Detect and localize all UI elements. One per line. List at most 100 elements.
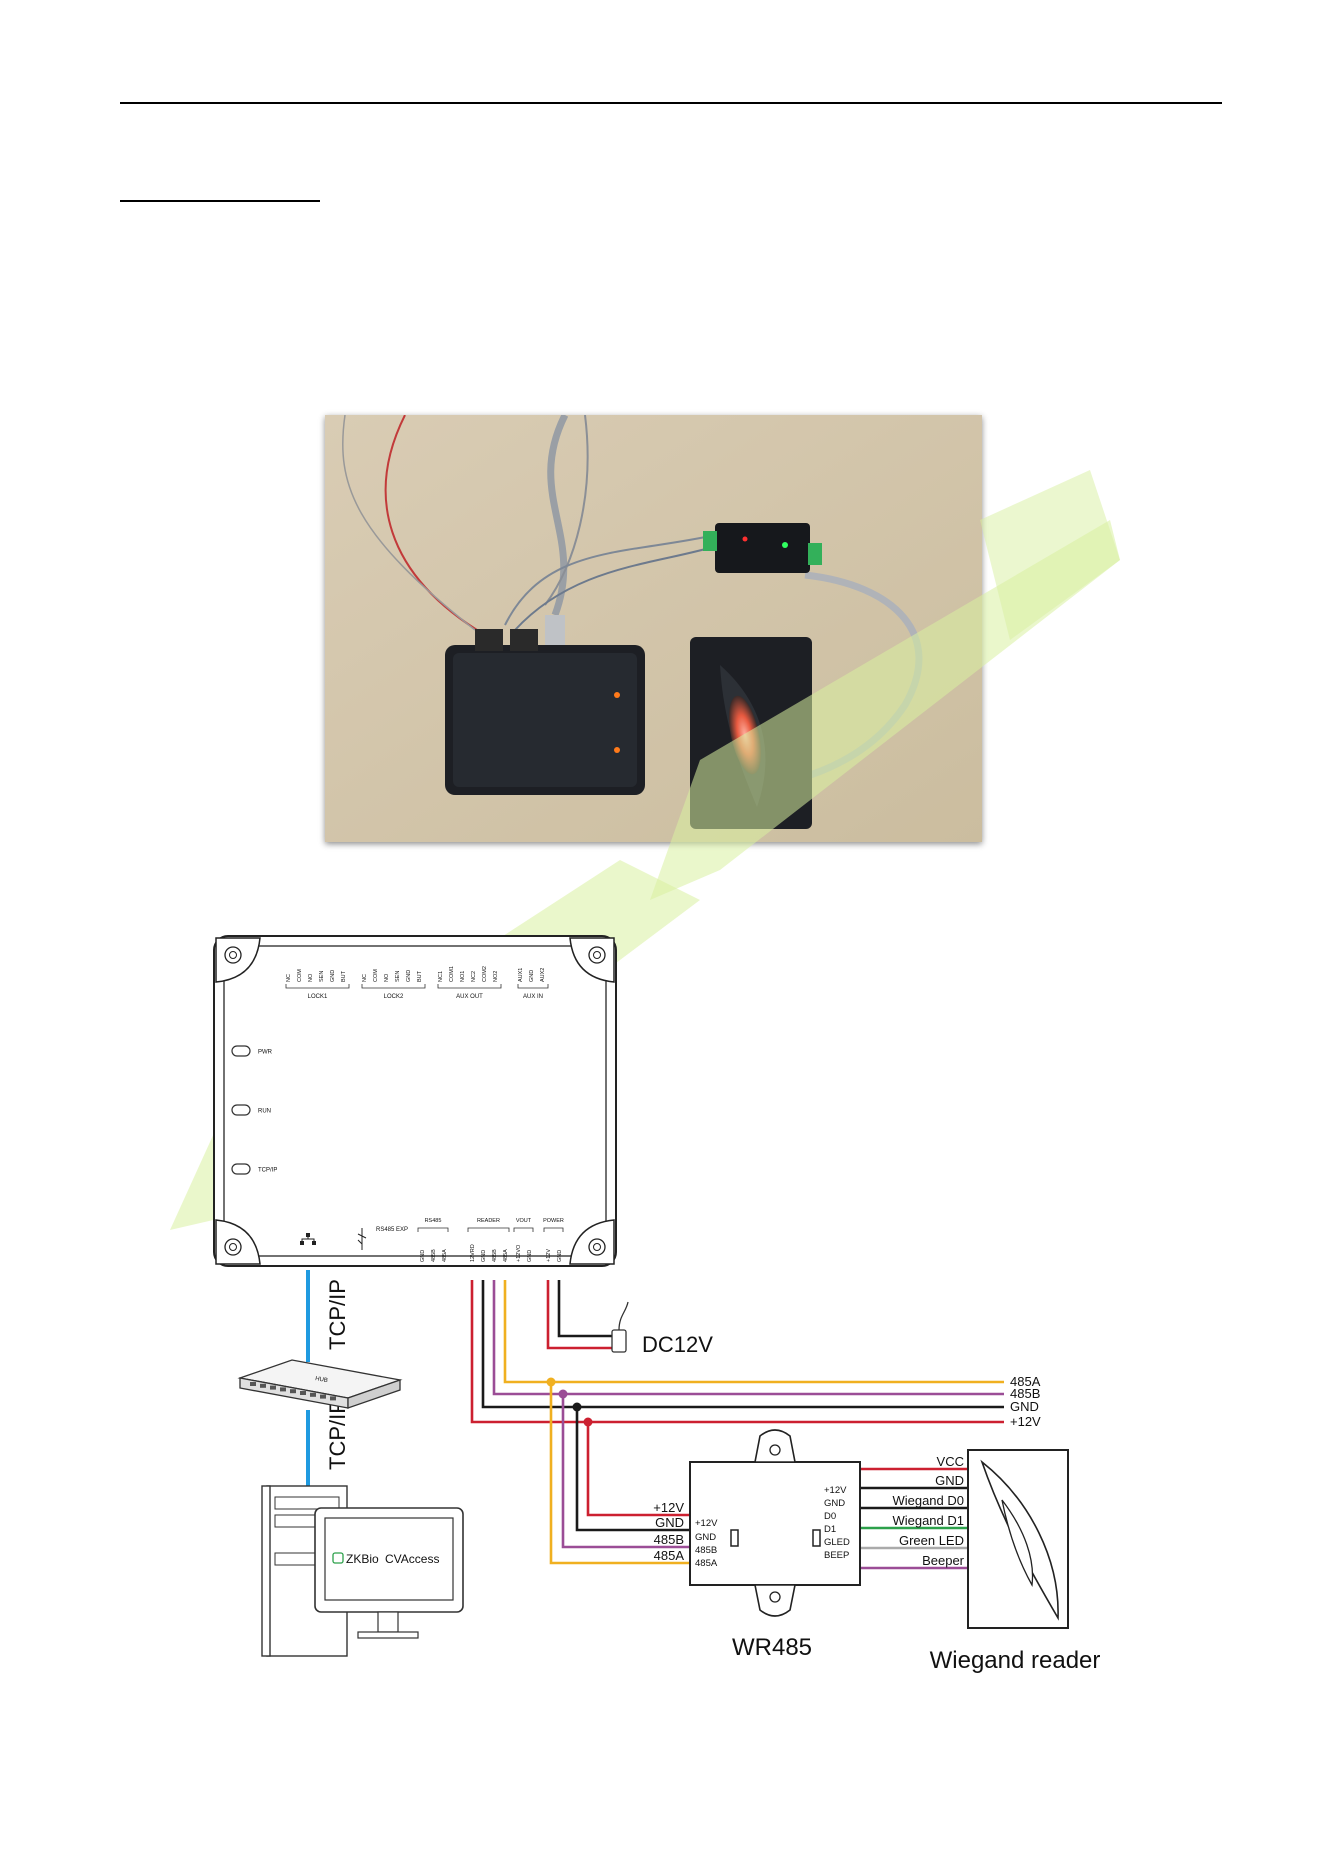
wr485-left-terminal: +12V bbox=[695, 1518, 718, 1529]
wr485-led-right bbox=[812, 1529, 821, 1547]
controller-top-terminal-label: BUT bbox=[417, 970, 423, 982]
installation-photo bbox=[325, 415, 982, 842]
controller-bottom-group-label: VOUT bbox=[516, 1218, 532, 1224]
wire-12v-bus bbox=[470, 1280, 1004, 1424]
mounting-hole-inner bbox=[229, 951, 237, 959]
controller-top-terminal-label: COM bbox=[297, 969, 303, 982]
ethernet-node bbox=[306, 1233, 310, 1237]
mounting-hole-inner bbox=[593, 951, 601, 959]
bus-label: +12V bbox=[1010, 1414, 1041, 1429]
desk-surface bbox=[325, 415, 982, 842]
wire-485b-bus bbox=[492, 1280, 1004, 1396]
controller-top-terminal-label: GND bbox=[330, 970, 336, 982]
wr485-wire-label: +12V bbox=[653, 1500, 684, 1515]
mounting-hole-inner bbox=[229, 1243, 237, 1251]
wr485-wire-label: 485A bbox=[654, 1548, 685, 1563]
hub-side-face bbox=[347, 1379, 401, 1409]
ethernet-node bbox=[312, 1241, 316, 1245]
wire-power-gnd bbox=[557, 1280, 612, 1338]
wires bbox=[470, 1280, 1004, 1570]
wr485-right-terminal: D1 bbox=[824, 1524, 836, 1535]
controller-bottom-terminal-label: GND bbox=[420, 1250, 426, 1262]
wire-485a-wr485 bbox=[549, 1382, 690, 1565]
wr485-top-hole bbox=[769, 1444, 781, 1456]
wr485-right-terminal: GND bbox=[824, 1498, 845, 1509]
zkbio-logo-icon bbox=[332, 1552, 344, 1564]
reader-curve-inner bbox=[1001, 1499, 1034, 1588]
watermark-stroke-3 bbox=[980, 470, 1120, 640]
controller-bottom-terminal-label: 485B bbox=[492, 1249, 498, 1262]
mounting-hole-inner bbox=[593, 1243, 601, 1251]
controller-led-run bbox=[231, 1104, 251, 1116]
reader-wire-label: VCC bbox=[937, 1454, 964, 1469]
pc-drive-bay bbox=[274, 1496, 340, 1510]
wire-junction-dot bbox=[558, 1389, 568, 1399]
controller-top-terminal-label: COM1 bbox=[449, 966, 455, 982]
controller-top-terminal-label: GND bbox=[406, 970, 412, 982]
controller-led-label: RUN bbox=[258, 1109, 271, 1115]
controller-led-label: PWR bbox=[258, 1050, 273, 1056]
hub-port bbox=[280, 1387, 286, 1392]
controller-led-label: TCP/IP bbox=[258, 1168, 277, 1174]
hub-port bbox=[270, 1385, 276, 1390]
wr485-right-terminal: GLED bbox=[824, 1537, 850, 1548]
wr485-photo bbox=[715, 523, 810, 573]
controller-top-group-bracket bbox=[361, 984, 426, 989]
controller-bottom-terminal-label: +12V bbox=[546, 1249, 552, 1262]
controller-bottom-terminal-label: GND bbox=[527, 1250, 533, 1262]
ethernet-branch bbox=[308, 1238, 315, 1241]
controller-top-group-bracket bbox=[285, 984, 350, 989]
reader-wire-label: Wiegand D1 bbox=[892, 1513, 964, 1528]
monitor-screen bbox=[324, 1517, 454, 1601]
wr485-wire-label: GND bbox=[655, 1515, 684, 1530]
controller-top-terminal-label: NC2 bbox=[471, 971, 477, 982]
controller-bottom-group-bracket bbox=[467, 1227, 510, 1232]
reader-wire-label: GND bbox=[935, 1473, 964, 1488]
wire-power-plus bbox=[546, 1280, 612, 1350]
power-adapter-icon bbox=[611, 1329, 627, 1353]
ethernet-branch bbox=[301, 1237, 309, 1241]
controller-bottom-terminal-label: +12VO bbox=[516, 1244, 522, 1262]
controller-bottom-group-label: RS485 bbox=[425, 1218, 442, 1224]
monitor-base bbox=[357, 1631, 419, 1639]
bus-label: GND bbox=[1010, 1399, 1039, 1414]
controller-bottom-terminal-label: GND bbox=[557, 1250, 563, 1262]
controller-top-group-bracket bbox=[517, 984, 549, 989]
controller-bottom-group-bracket bbox=[513, 1227, 534, 1232]
controller-top-terminal-label: SEN bbox=[319, 971, 325, 982]
software-brand: ZKBio bbox=[346, 1552, 379, 1566]
wr485-right-terminal: +12V bbox=[824, 1485, 847, 1496]
controller-bottom-terminal-label: 485A bbox=[503, 1249, 509, 1262]
hub-port bbox=[250, 1382, 256, 1386]
controller-top-terminal-label: NO bbox=[308, 973, 314, 982]
controller-bottom-terminal-label: 485B bbox=[431, 1249, 437, 1262]
hub-port bbox=[300, 1391, 306, 1395]
usb-rs485-icon bbox=[357, 1228, 367, 1250]
controller-top-terminal-label: COM2 bbox=[482, 966, 488, 982]
hub-label: HUB bbox=[315, 1376, 329, 1384]
controller-top-group-bracket bbox=[437, 984, 502, 989]
bus-label: 485B bbox=[1010, 1386, 1040, 1401]
wire-junction-dot bbox=[572, 1402, 582, 1412]
watermark-stroke-2 bbox=[650, 520, 1120, 900]
reader-wire-label: Wiegand D0 bbox=[892, 1493, 964, 1508]
header-rule bbox=[120, 102, 1222, 104]
controller-top-group-label: LOCK1 bbox=[308, 994, 328, 1000]
usb-symbol bbox=[357, 1228, 367, 1250]
controller-top-terminal-label: COM bbox=[373, 969, 379, 982]
hub-port bbox=[310, 1392, 316, 1397]
bus-label: 485A bbox=[1010, 1374, 1041, 1389]
wr485-left-terminal: 485B bbox=[695, 1545, 717, 1556]
ethernet-port-icon bbox=[300, 1233, 316, 1245]
controller-top-group-label: AUX IN bbox=[523, 994, 543, 1000]
wire-gnd-bus bbox=[481, 1280, 1004, 1409]
controller-bottom-terminal-label: 12VRD bbox=[470, 1244, 476, 1262]
controller-bottom-terminal-label: 485A bbox=[442, 1249, 448, 1262]
wire-485b-wr485 bbox=[561, 1394, 690, 1549]
controller-top-terminal-label: NC bbox=[362, 974, 368, 982]
controller-bottom-group-label: POWER bbox=[543, 1218, 564, 1224]
hub-port bbox=[260, 1383, 266, 1388]
